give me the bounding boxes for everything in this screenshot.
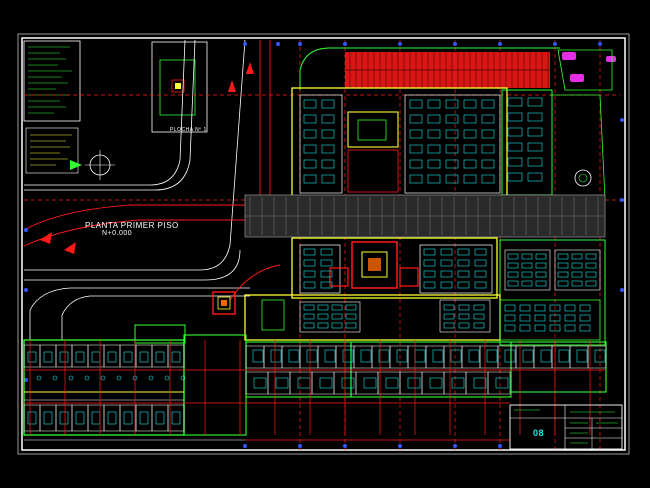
location-plan: [151, 41, 208, 133]
building-lower-wing: [23, 324, 607, 436]
site-roads: [24, 39, 250, 340]
corridor-band: [244, 194, 606, 238]
legend-block: [23, 40, 81, 174]
plan-title: PLANTA PRIMER PISO: [85, 221, 179, 230]
traffic-arrows-icon: [40, 62, 254, 254]
grid-axis-markers: [24, 42, 624, 448]
north-arrow-icon: [70, 150, 115, 180]
small-plan-label: PLOCHA Nº 1: [170, 127, 207, 133]
sheet-number: 08: [533, 428, 545, 438]
sheet-frame: [21, 37, 626, 451]
title-block: [509, 404, 623, 450]
building-lower-core: [244, 294, 601, 341]
parking-area: [299, 47, 616, 91]
level-label: N+0.000: [102, 230, 133, 237]
stair-core-left: [212, 291, 236, 315]
building-central-core: [291, 237, 606, 346]
